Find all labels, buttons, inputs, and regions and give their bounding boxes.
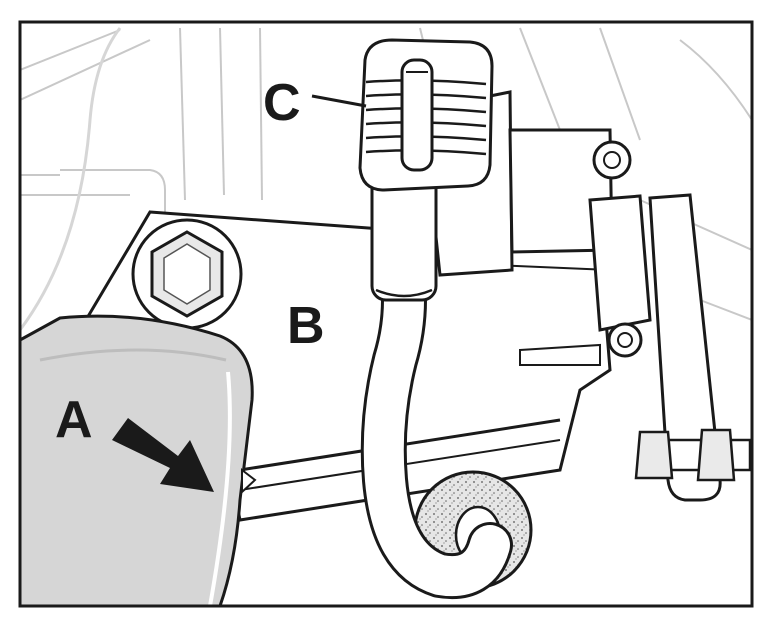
drawing-content (20, 27, 752, 606)
hex-bolt (131, 218, 243, 330)
leader-line-c (311, 94, 367, 108)
sensor-cable (360, 167, 513, 600)
label-a: A (55, 391, 93, 449)
link-arm (588, 193, 752, 502)
foreground-panel (20, 314, 257, 606)
label-c: C (263, 74, 301, 132)
label-b: B (287, 297, 325, 355)
arrow-a (112, 418, 214, 492)
figure-frame (18, 20, 754, 608)
electrical-connector-c (358, 38, 494, 192)
